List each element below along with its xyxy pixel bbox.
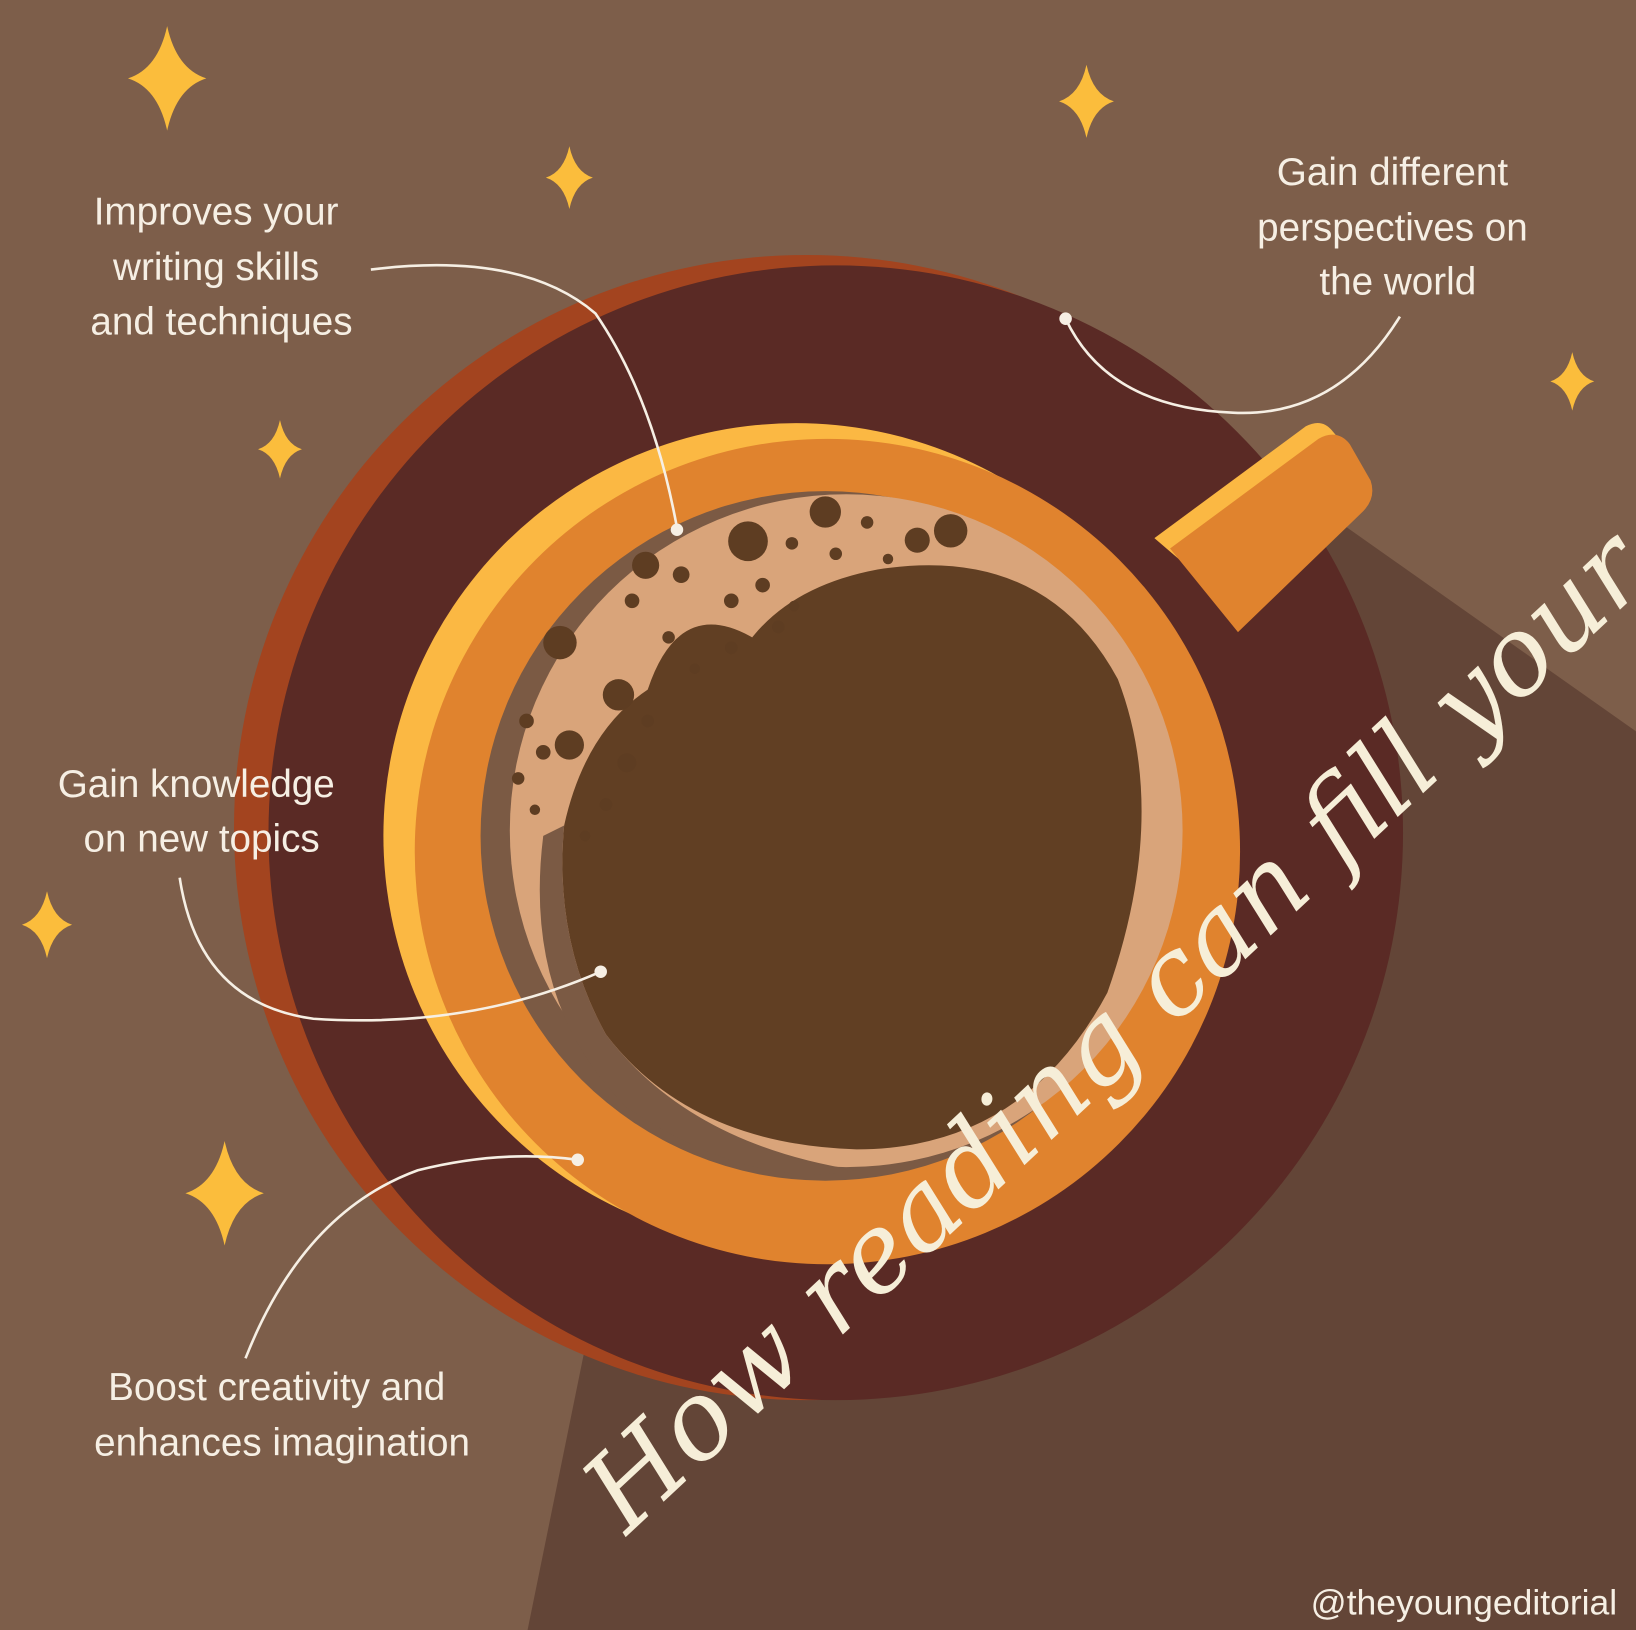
leader-line-perspectives [1064, 315, 1402, 415]
foam-bubble [933, 514, 968, 548]
foam-bubble [511, 772, 525, 785]
benefit-perspectives: Gain different perspectives on the world [1257, 151, 1538, 304]
leader-line-writing [370, 263, 679, 528]
credit-handle: @theyoungeditorial [1311, 1582, 1618, 1622]
foam-bubble [535, 744, 551, 760]
sparkle-icon [258, 420, 302, 479]
sparkle-icon [21, 891, 73, 959]
cup-handle [1170, 434, 1373, 633]
foam-bubble [519, 713, 534, 729]
foam-bubble [641, 714, 654, 728]
foam-bubble [632, 551, 660, 579]
benefit-creativity: Boost creativity and enhances imaginatio… [94, 1366, 470, 1464]
foam-bubble [602, 679, 635, 711]
benefit-knowledge: Gain knowledge on new topics [58, 763, 346, 860]
foam-bubble [672, 566, 690, 584]
foam-bubbles [511, 496, 968, 842]
foam-bubble [689, 663, 700, 674]
foam-bubble [755, 577, 770, 593]
coffee [562, 565, 1142, 1150]
foam-bubble [723, 593, 739, 609]
benefit-writing: Improves your writing skills and techniq… [90, 191, 352, 344]
foam-bubble [662, 631, 675, 644]
foam-bubble [624, 593, 640, 609]
foam-bubble [860, 516, 874, 529]
leader-dot-writing [670, 523, 684, 537]
foam-bubble [599, 798, 613, 811]
leader-dot-creativity [571, 1153, 584, 1167]
foam-bubble [554, 730, 584, 760]
foam-bubble [728, 521, 768, 562]
leader-dot-perspectives [1059, 312, 1072, 325]
foam-bubble [529, 804, 541, 815]
foam-bubble [579, 830, 591, 842]
sparkle-icon [1550, 352, 1595, 411]
foam-bubble [882, 553, 894, 565]
foam-bubble [617, 753, 637, 773]
leader-dot-knowledge [594, 965, 607, 978]
sparkle-icon [127, 26, 207, 131]
foam-bubble [543, 625, 577, 660]
sparkle-icon [545, 146, 593, 209]
foam-bubble [725, 641, 738, 655]
leader-line-creativity [244, 1155, 578, 1359]
sparkle-icon [185, 1141, 264, 1246]
foam-bubble [904, 527, 930, 553]
cup [383, 422, 1373, 1265]
sparkle-icon [1059, 64, 1114, 138]
foam-bubble [829, 547, 843, 561]
sparkles [21, 26, 1595, 1246]
foam-bubble [785, 537, 799, 550]
leader-line-knowledge [178, 877, 602, 1022]
foam-bubble [788, 600, 800, 612]
foam-bubble [772, 620, 785, 634]
foam-bubble [809, 496, 841, 528]
